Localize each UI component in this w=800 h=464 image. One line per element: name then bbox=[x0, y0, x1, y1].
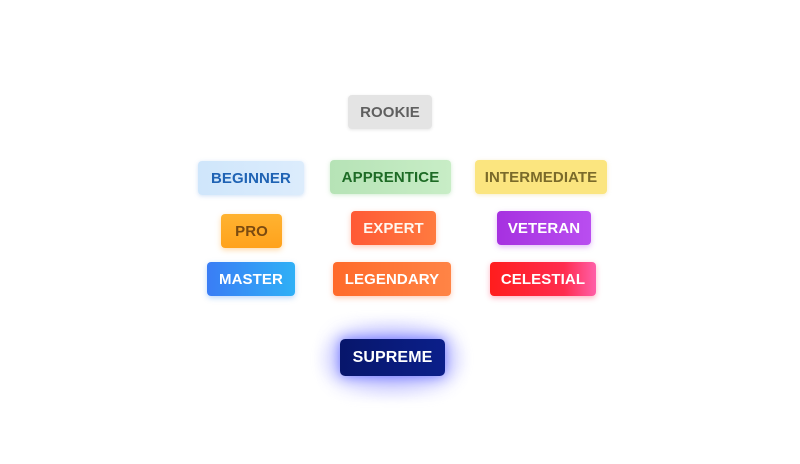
rookie-badge[interactable]: ROOKIE bbox=[348, 95, 432, 129]
beginner-badge[interactable]: BEGINNER bbox=[198, 161, 304, 195]
apprentice-badge[interactable]: APPRENTICE bbox=[330, 160, 451, 194]
master-badge[interactable]: MASTER bbox=[207, 262, 295, 296]
expert-badge[interactable]: EXPERT bbox=[351, 211, 436, 245]
intermediate-badge[interactable]: INTERMEDIATE bbox=[475, 160, 607, 194]
pro-badge[interactable]: PRO bbox=[221, 214, 282, 248]
legendary-badge[interactable]: LEGENDARY bbox=[333, 262, 451, 296]
supreme-badge[interactable]: SUPREME bbox=[340, 339, 445, 376]
celestial-badge[interactable]: CELESTIAL bbox=[490, 262, 596, 296]
veteran-badge[interactable]: VETERAN bbox=[497, 211, 591, 245]
